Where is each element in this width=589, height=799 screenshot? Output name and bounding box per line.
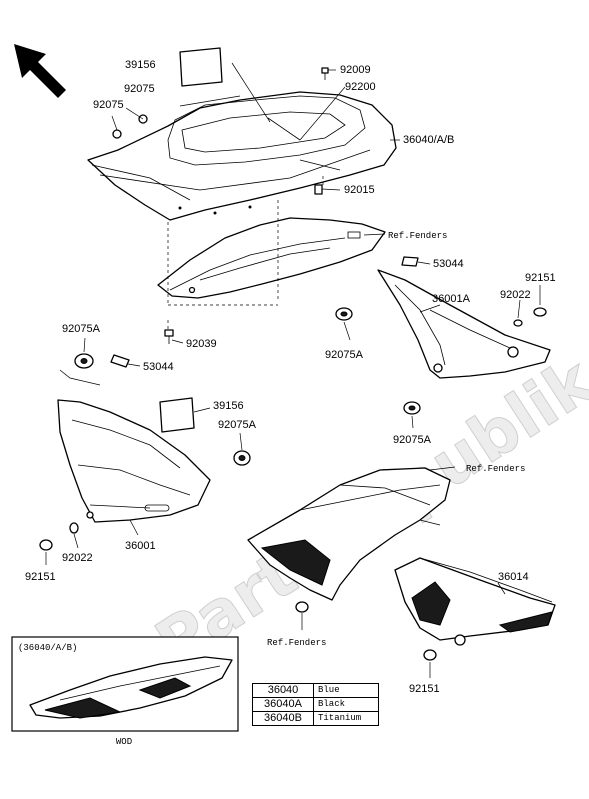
callout-92009: 92009 xyxy=(340,64,371,76)
callout-36040: 36040/A/B xyxy=(403,134,454,146)
callout-ref-fenders-2: Ref.Fenders xyxy=(466,464,525,474)
front-direction-arrow-icon xyxy=(14,44,66,98)
nut-92015-icon xyxy=(314,184,323,195)
chain-cover-36014 xyxy=(394,557,556,646)
lower-cover-ref-fenders xyxy=(247,467,451,601)
callout-53044-left: 53044 xyxy=(143,361,174,373)
grommet-92075A-left-top-icon xyxy=(74,353,94,369)
callout-39156-top: 39156 xyxy=(125,59,156,71)
callout-92151-right: 92151 xyxy=(525,272,556,284)
collar-92022-left-icon xyxy=(69,522,79,534)
side-cover-36001A xyxy=(377,269,551,379)
callout-36001A: 36001A xyxy=(432,293,471,305)
label-39156-top xyxy=(179,47,223,87)
inner-panel-ref-fenders xyxy=(157,217,386,299)
callout-92075A-left-2: 92075A xyxy=(218,419,257,431)
guide-lines xyxy=(167,176,324,330)
label-39156-mid xyxy=(159,397,195,433)
callout-92075-a: 92075 xyxy=(124,83,155,95)
callout-92075A-right-2: 92075A xyxy=(393,434,432,446)
callout-ref-fenders-3: Ref.Fenders xyxy=(267,638,326,648)
leader-lines xyxy=(45,62,541,678)
inset-title: (36040/A/B) xyxy=(18,643,77,653)
bolt-ref-fenders-icon xyxy=(295,601,309,613)
callout-92015: 92015 xyxy=(344,184,375,196)
callout-36014: 36014 xyxy=(498,571,529,583)
callout-39156-mid: 39156 xyxy=(213,400,244,412)
color-name-cell: Black xyxy=(313,697,379,712)
bolt-92039-icon xyxy=(164,329,174,344)
color-code-cell: 36040A xyxy=(252,697,314,712)
callouts: 39156 92075 92075 92009 92200 36040/A/B … xyxy=(25,59,556,695)
callout-36001: 36001 xyxy=(125,540,156,552)
callout-92075-b: 92075 xyxy=(93,99,124,111)
callout-92200: 92200 xyxy=(345,81,376,93)
callout-92022-right: 92022 xyxy=(500,289,531,301)
screw-92151-bottom-icon xyxy=(423,649,437,661)
grommet-92075A-right-top-icon xyxy=(335,307,353,321)
callout-92151-left: 92151 xyxy=(25,571,56,583)
inset-36040-variant: (36040/A/B) WOD xyxy=(11,636,239,747)
inset-caption: WOD xyxy=(116,737,132,747)
grommet-92075A-left-bottom-icon xyxy=(233,450,251,466)
clip-92075-a-icon xyxy=(112,129,122,139)
screw-92151-left-icon xyxy=(39,539,53,551)
pin-53044-left-icon xyxy=(110,354,130,368)
color-name-cell: Blue xyxy=(313,683,379,698)
color-code-cell: 36040B xyxy=(252,711,314,726)
callout-92022-left: 92022 xyxy=(62,552,93,564)
callout-ref-fenders-1: Ref.Fenders xyxy=(388,231,447,241)
callout-92075A-left-1: 92075A xyxy=(62,323,101,335)
side-cover-36001 xyxy=(57,399,211,523)
collar-92022-right-icon xyxy=(513,319,523,327)
color-name-cell: Titanium xyxy=(313,711,379,726)
pin-53044-right-icon xyxy=(401,256,419,267)
callout-92075A-right-1: 92075A xyxy=(325,349,364,361)
screw-92151-right-icon xyxy=(533,307,547,317)
color-code-cell: 36040 xyxy=(252,683,314,698)
grommet-92075A-right-bottom-icon xyxy=(403,401,421,415)
seat-cowl-36040 xyxy=(87,91,397,221)
callout-92151-bottom: 92151 xyxy=(409,683,440,695)
callout-53044-right: 53044 xyxy=(433,258,464,270)
callout-92039: 92039 xyxy=(186,338,217,350)
screw-92009-icon xyxy=(321,67,329,80)
